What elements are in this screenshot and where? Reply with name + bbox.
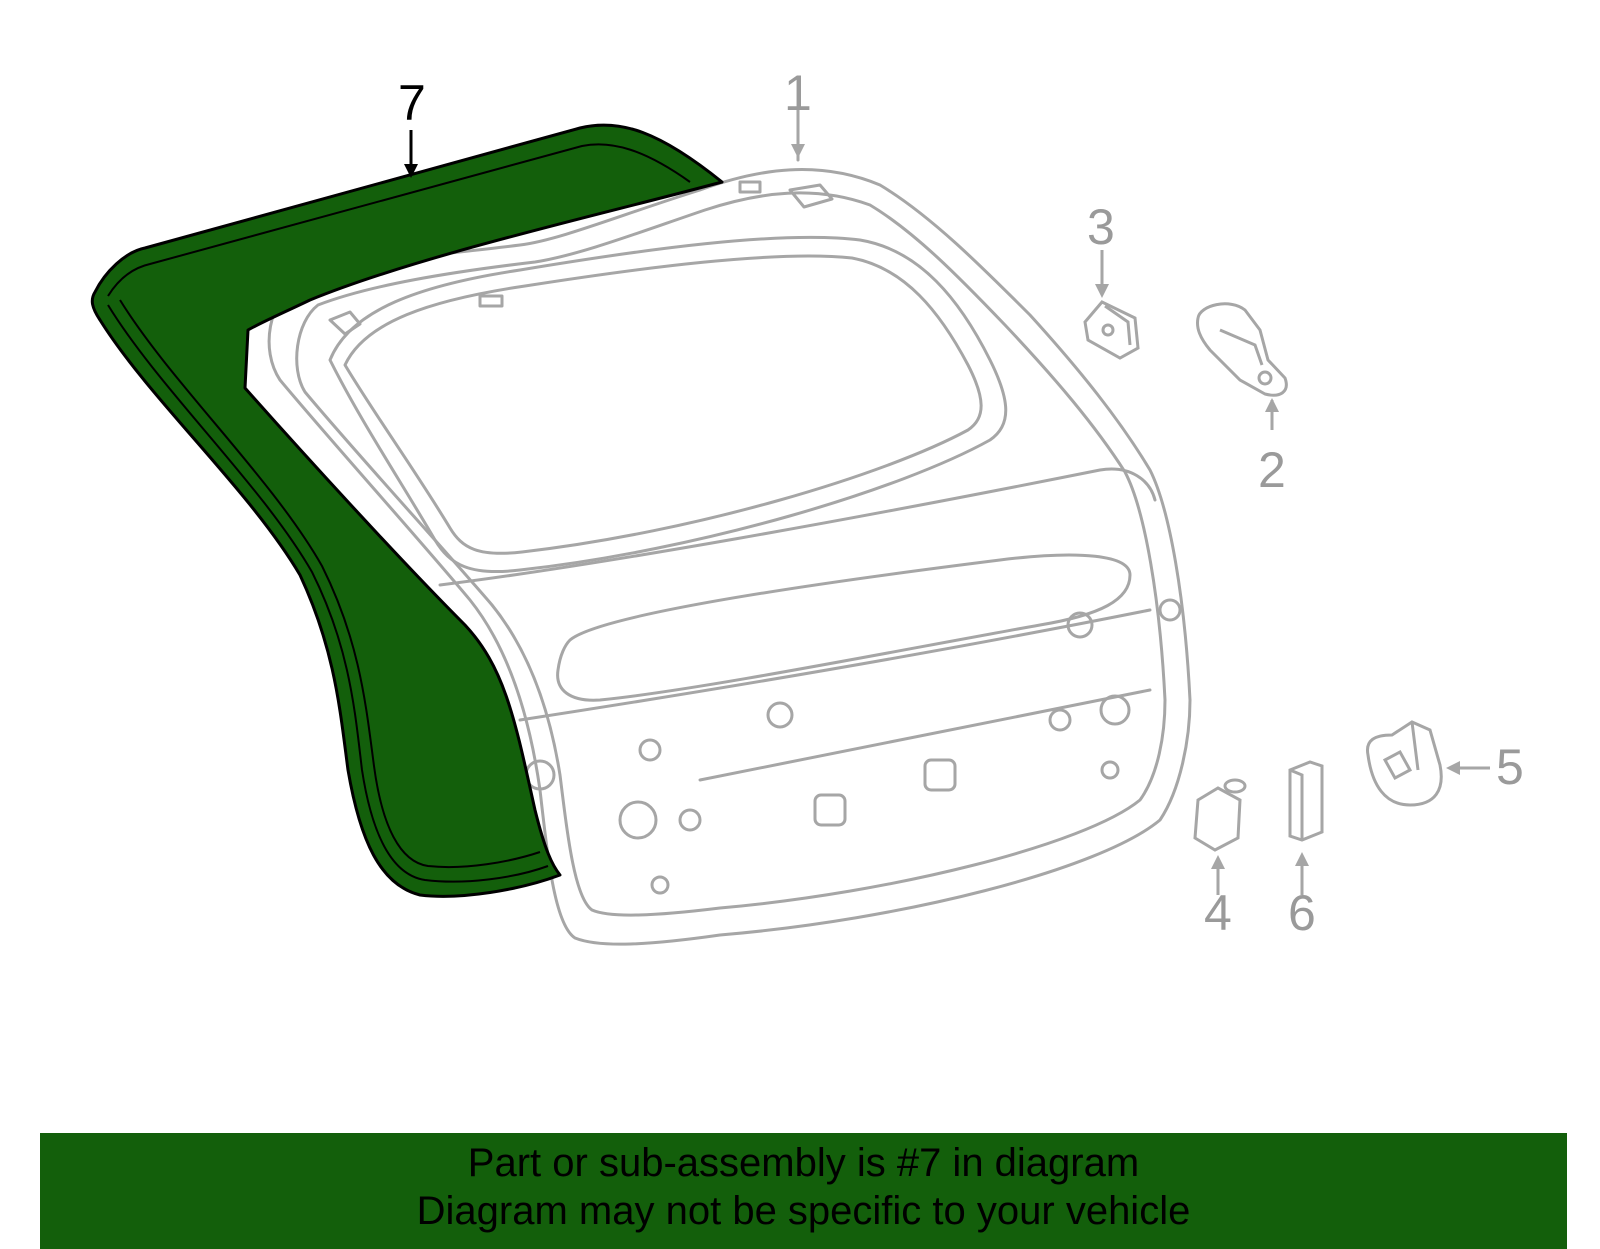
leader-arrow-1	[791, 144, 805, 158]
lower-panel-top	[438, 467, 1157, 587]
lower-panel-line-2	[698, 688, 1152, 782]
hole-j	[650, 875, 670, 895]
hinge-bracket-left	[328, 310, 362, 336]
pad-part-6	[1288, 760, 1324, 895]
callout-4: 4	[1204, 885, 1232, 941]
weatherstrip-inner-line-2	[107, 304, 549, 883]
callout-1: 1	[784, 65, 812, 121]
callout-5: 5	[1496, 739, 1524, 795]
footer-line-disclaimer: Diagram may not be specific to your vehi…	[416, 1189, 1191, 1233]
callout-7: 7	[398, 75, 426, 131]
hole-b	[618, 800, 658, 840]
hole-e	[1066, 611, 1094, 639]
weatherstrip-shape	[90, 123, 724, 898]
latch-cut-left	[813, 793, 847, 827]
hole-i	[1100, 760, 1120, 780]
hole-g	[1048, 708, 1072, 732]
leader-arrow-5	[1446, 761, 1460, 775]
callout-2: 2	[1258, 442, 1286, 498]
callout-3: 3	[1087, 199, 1115, 255]
hole-f	[1099, 694, 1131, 726]
hole-d	[766, 701, 794, 729]
leader-arrow-6	[1295, 852, 1309, 866]
leader-arrow-4	[1211, 855, 1225, 869]
footer-banner: Part or sub-assembly is #7 in diagram Di…	[40, 1133, 1567, 1249]
hole-k	[638, 738, 662, 762]
glass-opening	[328, 235, 1008, 574]
callout-6: 6	[1288, 885, 1316, 941]
weatherstrip-inner-line-3	[119, 299, 541, 869]
leader-arrow-7	[404, 164, 418, 178]
latch-cut-right	[923, 758, 957, 792]
bumper-part-3	[1083, 250, 1140, 360]
hole-h	[1158, 598, 1182, 622]
stop-part-4	[1193, 778, 1247, 895]
latch-part-2	[1196, 302, 1288, 430]
glass-opening-inner	[343, 254, 983, 555]
license-recess	[556, 553, 1132, 702]
liftgate-part-1	[267, 108, 1192, 946]
footer-line-part-info: Part or sub-assembly is #7 in diagram	[467, 1141, 1140, 1185]
leader-arrow-3	[1095, 284, 1109, 298]
hole-c	[678, 808, 702, 832]
top-slot-b	[478, 294, 504, 308]
leader-arrow-2	[1265, 398, 1279, 412]
liftgate-outer-outline	[267, 168, 1192, 946]
liftgate-inner-outline	[295, 191, 1167, 917]
top-slot-a	[738, 180, 762, 194]
weatherstrip-part-7	[90, 123, 724, 898]
lower-panel-line	[518, 608, 1152, 722]
weatherstrip-inner-line	[107, 143, 691, 297]
cover-part-5	[1365, 720, 1490, 807]
hinge-bracket-right	[788, 183, 834, 209]
